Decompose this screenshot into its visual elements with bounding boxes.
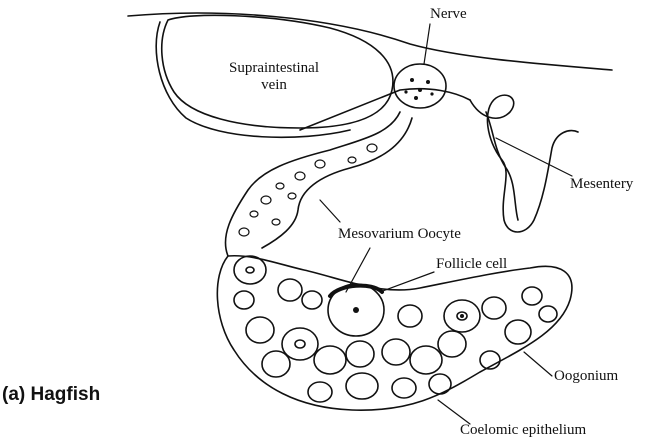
ovary-cells: [234, 256, 557, 402]
label-mesentery: Mesentery: [570, 176, 633, 193]
leader-mesovarium: [320, 200, 340, 222]
leader-coelomic: [438, 400, 470, 424]
ovary-body-outline: [217, 256, 572, 410]
label-mesovarium-oocyte: Mesovarium Oocyte: [338, 226, 461, 243]
leader-nerve: [424, 24, 430, 64]
label-oogonium: Oogonium: [554, 368, 618, 385]
label-coelomic-epithelium: Coelomic epithelium: [460, 422, 586, 439]
label-supraintestinal-vein: Supraintestinal vein: [214, 60, 334, 94]
leader-oogonium: [524, 352, 552, 376]
nerve-bundle: [394, 64, 446, 108]
label-nerve: Nerve: [430, 6, 467, 23]
figure-caption: (a) Hagfish: [2, 384, 100, 406]
label-supraintestinal-vein-line1: Supraintestinal: [214, 60, 334, 77]
mesentery-sheet-top: [128, 13, 612, 70]
mesentery-fold: [470, 95, 578, 232]
label-follicle-cell: Follicle cell: [436, 256, 507, 273]
label-supraintestinal-vein-line2: vein: [214, 77, 334, 94]
